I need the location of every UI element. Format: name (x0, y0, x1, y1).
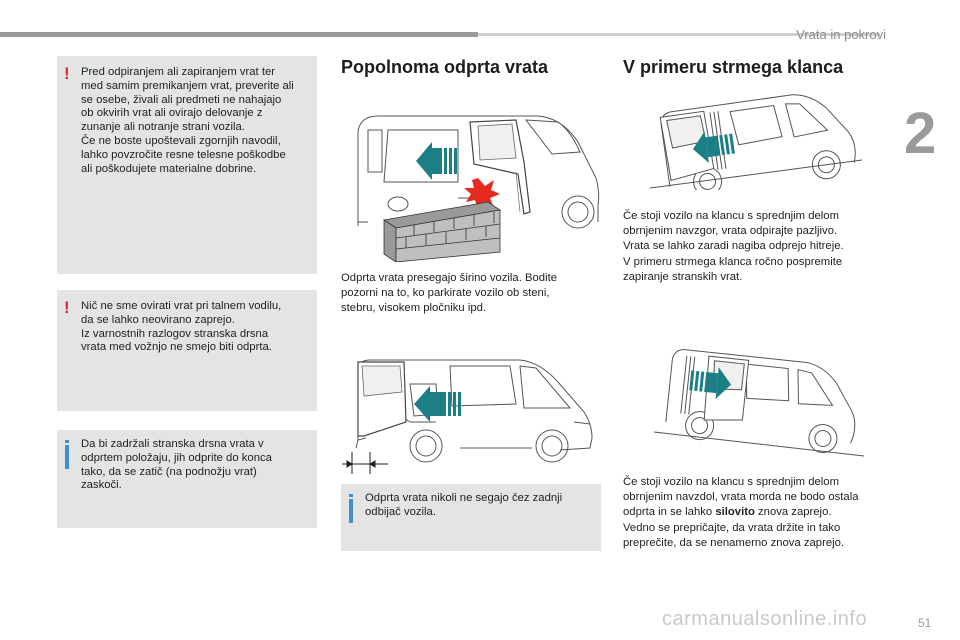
paragraph-fully-open: Odprta vrata presegajo širino vozila. Bo… (341, 271, 603, 317)
info-icon (65, 445, 69, 469)
body-text-line: Če stoji vozilo na klancu s sprednjim de… (623, 476, 839, 488)
warning-text-line: lahko povzročite resne telesne poškodbe (81, 148, 286, 161)
info-text-line: odprtem položaju, jih odprite do konca (81, 451, 272, 464)
body-text-line: obrnjenim navzdol, vrata morda ne bodo o… (623, 491, 859, 504)
text-span: znova zaprejo. (754, 506, 832, 519)
heading-fully-open-doors: Popolnoma odprta vrata (341, 57, 549, 77)
section-title: Vrata in pokrovi (796, 27, 886, 42)
warning-text-line: Pred odpiranjem ali zapiranjem vrat ter (81, 66, 276, 78)
illustration-downhill-van (653, 349, 865, 457)
chapter-number: 2 (904, 101, 937, 166)
body-text-line: preprečite, da se nenamerno znova zaprej… (623, 536, 845, 549)
body-text-line: Vrata se lahko zaradi nagiba odprejo hit… (623, 240, 844, 253)
warning-text-line: da se lahko neovirano zaprejo. (81, 313, 235, 326)
info-text-line: zaskoči. (81, 479, 122, 492)
emphasis-silovito: silovito (715, 506, 755, 519)
body-text-line: Vedno se prepričajte, da vrata držite in… (623, 521, 841, 534)
body-text-line: V primeru strmega klanca ročno pospremit… (623, 255, 843, 268)
warning-text-line: Nič ne sme ovirati vrat pri talnem vodil… (81, 300, 282, 312)
info-text-line: tako, da se zatič (na podnožju vrat) (81, 465, 257, 478)
body-text-line: odprta in se lahko silovito znova zaprej… (623, 505, 895, 520)
warning-text-line: Iz varnostnih razlogov stranska drsna (81, 327, 269, 340)
info-icon-dot (65, 440, 69, 443)
paragraph-uphill: Če stoji vozilo na klancu s sprednjim de… (623, 209, 893, 285)
header-rule (0, 32, 478, 37)
info-box-door-latch: Da bi zadržali stranska drsna vrata v od… (57, 430, 317, 528)
info-text-line: odbijač vozila. (365, 505, 436, 518)
warning-box-people: ! Pred odpiranjem ali zapiranjem vrat te… (57, 56, 317, 274)
warning-text-line: Če ne boste upoštevali zgornjih navodil, (81, 134, 281, 147)
body-text-line: stebru, visokem pločniku ipd. (341, 302, 487, 315)
warning-text-line: med samim premikanjem vrat, preverite al… (81, 79, 294, 92)
body-text-line: Odprta vrata presegajo širino vozila. Bo… (341, 272, 558, 284)
info-icon (349, 499, 353, 523)
header-rule-light (478, 33, 880, 36)
paragraph-downhill: Če stoji vozilo na klancu s sprednjim de… (623, 475, 895, 551)
heading-steep-slope: V primeru strmega klanca (623, 57, 844, 77)
warning-text-line: zunanje ali notranje strani vozila. (81, 121, 245, 134)
text-span: odprta in se lahko (623, 506, 716, 519)
warning-text-line: ob okvirih vrat ali ovirajo delovanje z (81, 107, 263, 120)
warning-box-floor-guide: ! Nič ne sme ovirati vrat pri talnem vod… (57, 290, 317, 411)
body-text-line: obrnjenim navzgor, vrata odpirajte pazlj… (623, 225, 838, 238)
info-box-rear-bumper: Odprta vrata nikoli ne segajo čez zadnji… (341, 484, 601, 551)
warning-text-line: vrata med vožnjo ne smejo biti odprta. (81, 341, 272, 354)
illustration-uphill-van (649, 94, 863, 190)
warning-icon: ! (64, 64, 70, 83)
illustration-door-wall (357, 115, 600, 262)
warning-icon: ! (64, 298, 70, 317)
watermark: carmanualsonline.info (662, 608, 868, 630)
warning-text-line: se osebe, živali ali predmeti ne nahajaj… (81, 93, 282, 106)
body-text-line: Če stoji vozilo na klancu s sprednjim de… (623, 210, 839, 222)
body-text-line: pozorni na to, ko parkirate vozilo ob st… (341, 287, 550, 300)
info-text-line: Da bi zadržali stranska drsna vrata v (81, 438, 264, 450)
page-number: 51 (918, 616, 932, 630)
body-text-line: zapiranje stranskih vrat. (623, 270, 743, 283)
illustration-van-rear-view (342, 359, 593, 474)
info-icon-dot (349, 494, 353, 497)
info-text-line: Odprta vrata nikoli ne segajo čez zadnji (365, 492, 563, 504)
warning-text-line: ali poškodujete materialne dobrine. (81, 162, 257, 175)
